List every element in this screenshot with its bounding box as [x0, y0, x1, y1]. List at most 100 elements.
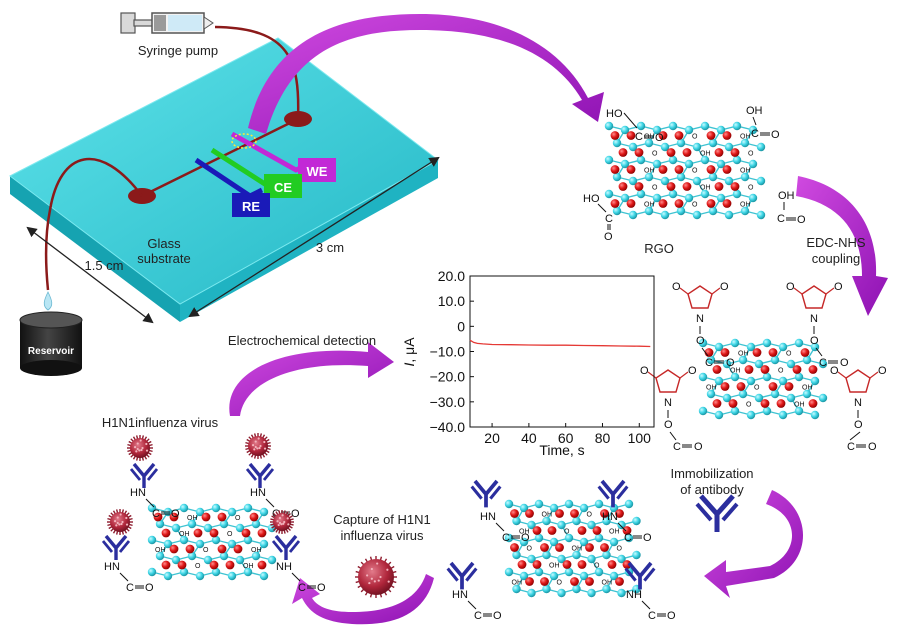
carbon-atom	[171, 555, 181, 565]
carbonyl-bond	[869, 371, 879, 379]
oxygen-atom	[626, 165, 636, 174]
carbon-atom	[794, 338, 804, 348]
oxygen-atom	[722, 199, 732, 208]
bond	[701, 347, 709, 357]
carbon-atom	[617, 520, 626, 530]
carbon-atom	[748, 125, 758, 135]
carbon-atom	[802, 389, 812, 399]
oxygen-atom	[540, 543, 549, 552]
carbon-atom	[579, 571, 589, 581]
carbon-atom	[602, 550, 611, 560]
hydroxyl-label: OH	[740, 168, 751, 175]
nhs-o-label: O	[810, 335, 819, 347]
chart-y-tick-label: −40.0	[430, 419, 466, 435]
carbon-atom	[692, 176, 702, 186]
oxygen-atom	[658, 199, 668, 208]
carbon-atom	[700, 155, 710, 165]
dimension-width-label: 1.5 cm	[84, 258, 123, 273]
carbon-atom	[604, 155, 614, 165]
oxygen-atom	[600, 543, 609, 552]
hydroxyl-label: OH	[243, 563, 254, 570]
chart-x-tick-label: 60	[558, 430, 574, 446]
substrate-label-line2: substrate	[137, 251, 190, 266]
succinimide-ring	[687, 285, 713, 309]
oxygen-atom	[585, 543, 594, 552]
amide-label: HN	[250, 487, 266, 499]
oxygen-atom	[257, 528, 267, 538]
carbon-atom	[203, 523, 213, 533]
nhs-n-label: N	[664, 397, 672, 409]
carbon-atom	[660, 142, 670, 152]
oxygen-atom	[714, 148, 724, 157]
hydroxyl-label: OH	[794, 402, 805, 409]
nhs-o-label: O	[840, 357, 849, 369]
chart-y-tick-label: 10.0	[438, 293, 465, 309]
carbon-atom	[572, 516, 581, 526]
detection-zone-marker	[231, 133, 257, 149]
nhs-n-label: N	[854, 397, 862, 409]
chem-ho: HO	[583, 193, 600, 205]
oxygen-atom	[674, 131, 684, 140]
carbon-atom	[187, 519, 197, 529]
carbon-atom	[740, 172, 750, 182]
carbon-atom	[579, 537, 589, 547]
carbon-atom	[732, 155, 742, 165]
carbon-atom	[179, 567, 189, 577]
carbon-atom	[794, 372, 804, 382]
oxygen-atom	[525, 509, 534, 518]
oxygen-atom	[257, 560, 267, 570]
chart-y-tick-label: −10.0	[430, 344, 466, 360]
carbon-atom	[609, 571, 619, 581]
bond	[467, 600, 477, 610]
oxygen-atom	[217, 544, 227, 554]
nhs-o-label: O	[640, 365, 649, 377]
amide-o: O	[493, 610, 502, 622]
oxygen-atom	[706, 131, 716, 140]
oxygen-atom	[622, 526, 632, 535]
carbon-atom	[724, 210, 734, 220]
oxygen-atom	[722, 131, 732, 140]
oxygen-atom	[577, 526, 587, 535]
oxygen-atom	[744, 365, 754, 374]
carbon-atom	[754, 359, 764, 369]
carbon-atom	[612, 206, 622, 216]
oxygen-atom	[658, 165, 668, 174]
nhs-o-label: O	[854, 419, 863, 431]
carbonyl-bond	[793, 287, 803, 295]
carbon-atom	[730, 338, 740, 348]
oxygen-atom	[169, 544, 179, 554]
carbon-atom	[542, 584, 551, 594]
arrow-rgo-to-edc	[796, 176, 888, 316]
antibody-icon	[245, 462, 275, 488]
hydroxyl-label: O	[692, 168, 698, 175]
hydroxyl-label: O	[692, 202, 698, 209]
carbon-atom	[587, 588, 596, 598]
carbon-atom	[732, 189, 742, 199]
carbonyl-bond	[825, 287, 835, 295]
oxygen-atom	[776, 399, 786, 408]
oxygen-atom	[570, 577, 579, 586]
carbon-atom	[572, 584, 581, 594]
carbon-atom	[740, 206, 750, 216]
carbon-atom	[243, 503, 253, 513]
amide-c: C	[298, 582, 306, 594]
carbon-atom	[624, 533, 634, 543]
carbon-atom	[722, 393, 732, 403]
oxygen-atom	[532, 560, 542, 569]
amide-label: HN	[104, 561, 120, 573]
carbon-atom	[211, 567, 221, 577]
oxygen-atom	[712, 365, 722, 374]
hydroxyl-label: O	[557, 580, 563, 587]
carbon-atom	[714, 376, 724, 386]
carbon-atom	[251, 519, 261, 529]
carbon-atom	[724, 176, 734, 186]
oxygen-atom	[792, 365, 802, 374]
microfluidic-device: WE CE RE Glass substrate	[9, 25, 439, 322]
carbon-atom	[716, 193, 726, 203]
carbon-atom	[756, 176, 766, 186]
carbon-atom	[219, 519, 229, 529]
